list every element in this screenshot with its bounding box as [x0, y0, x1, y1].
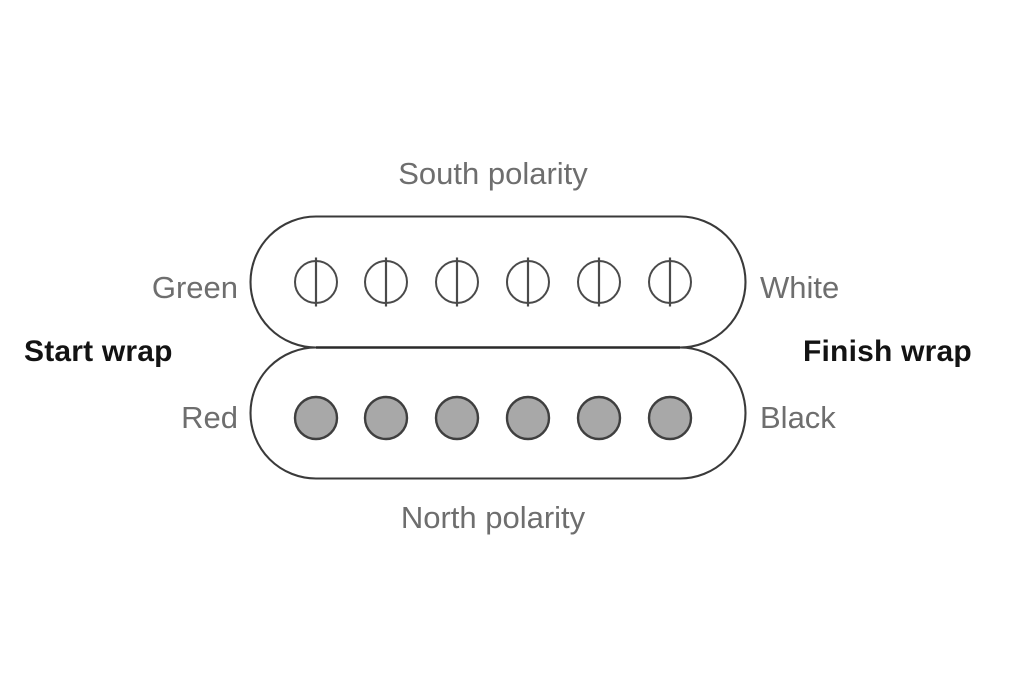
- start-wrap-label: Start wrap: [24, 335, 173, 368]
- pole-piece-screw-1: [294, 257, 338, 307]
- pole-piece-slug-3: [434, 395, 480, 441]
- south-polarity-label: South polarity: [398, 156, 588, 191]
- pole-piece-slug-1: [293, 395, 339, 441]
- pole-piece-slug-4: [505, 395, 551, 441]
- north-polarity-label: North polarity: [400, 500, 586, 535]
- pole-piece-slug-6: [647, 395, 693, 441]
- pole-piece-slug-5: [576, 395, 622, 441]
- top-pole-pieces: [294, 257, 692, 307]
- black-lead-label: Black: [760, 400, 836, 435]
- pole-piece-screw-4: [506, 257, 550, 307]
- green-lead-label: Green: [151, 270, 238, 305]
- top-coil-group: [249, 215, 747, 349]
- bottom-coil-group: [249, 346, 747, 480]
- pole-piece-slug-2: [363, 395, 409, 441]
- white-lead-label: White: [760, 270, 840, 305]
- red-lead-label: Red: [181, 400, 238, 435]
- finish-wrap-label: Finish wrap: [803, 335, 972, 368]
- pole-piece-screw-5: [577, 257, 621, 307]
- pole-piece-screw-3: [435, 257, 479, 307]
- pole-piece-screw-2: [364, 257, 408, 307]
- pole-piece-screw-6: [648, 257, 692, 307]
- bottom-pole-pieces: [293, 395, 693, 441]
